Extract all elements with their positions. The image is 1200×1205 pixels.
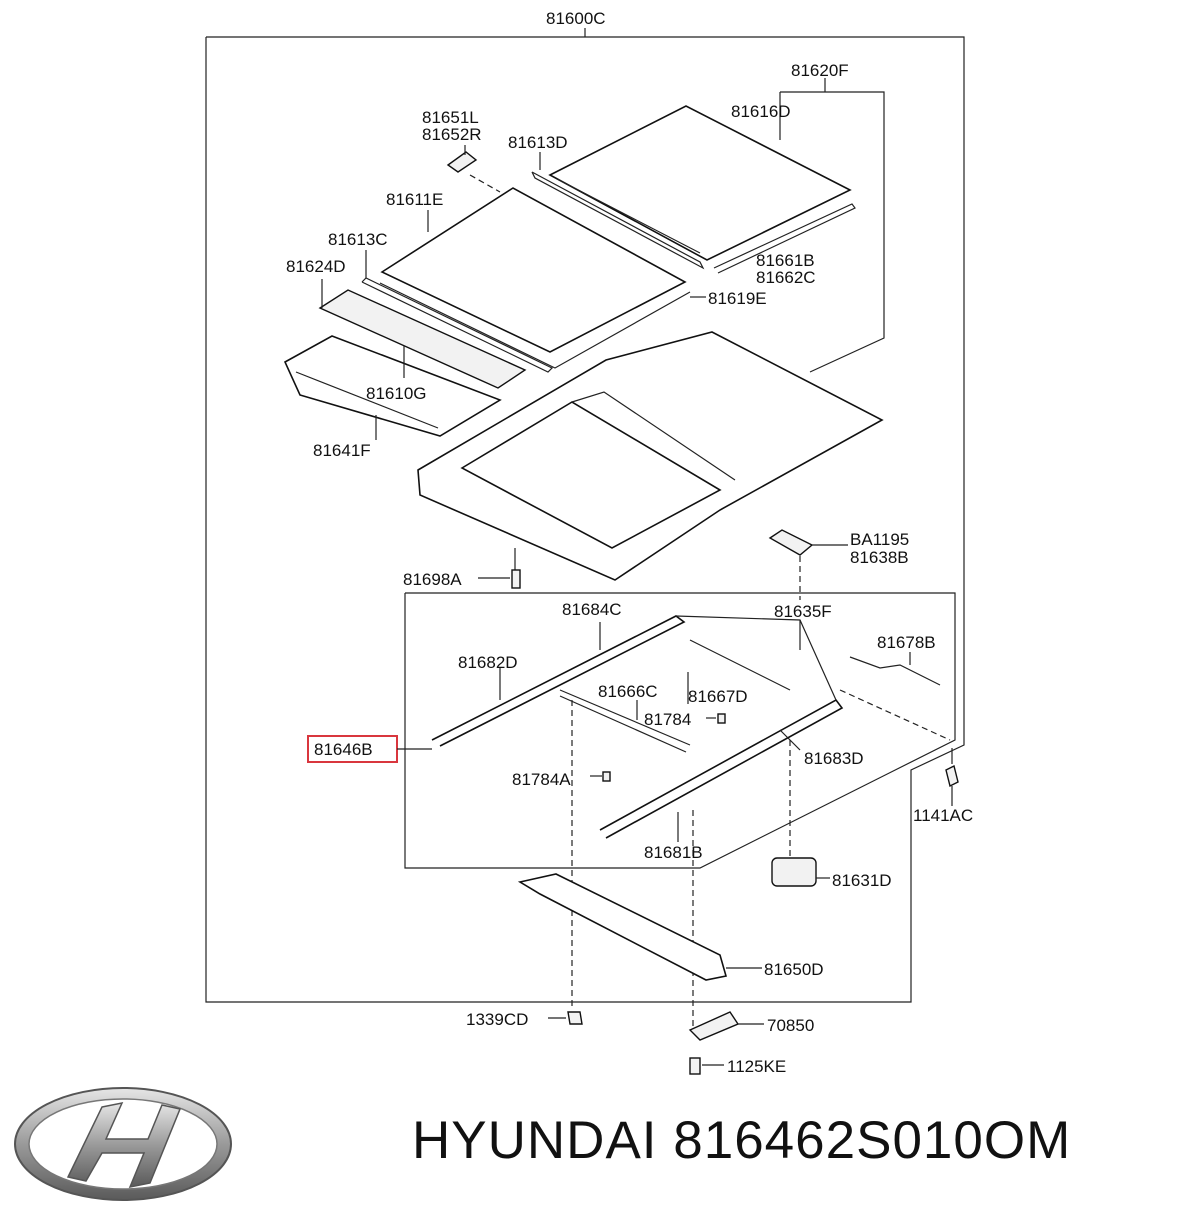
label-81683d: 81683D	[804, 749, 864, 768]
hyundai-logo	[14, 1087, 232, 1201]
glass-front	[548, 105, 852, 261]
clip-81784a	[602, 771, 611, 782]
label-81667d: 81667D	[688, 687, 748, 706]
label-81613c: 81613C	[328, 230, 388, 249]
seal-19e	[379, 282, 691, 369]
label-81651l: 81651L	[422, 108, 479, 127]
deflector	[318, 289, 527, 389]
part-number-caption: HYUNDAI 816462S010OM	[412, 1111, 1072, 1170]
drain-plug	[511, 569, 521, 589]
label-81784a: 81784A	[512, 770, 571, 789]
screw-1141ac	[945, 764, 959, 788]
bracket-81650d	[517, 873, 728, 981]
label-81661b: 81661B	[756, 251, 815, 270]
label-81600c: 81600C	[546, 9, 606, 28]
label-81662c: 81662C	[756, 268, 816, 287]
nut-1339cd	[567, 1011, 583, 1025]
bracket-ba1195	[768, 529, 814, 556]
label-1125ke: 1125KE	[727, 1057, 786, 1076]
label-70850: 70850	[767, 1016, 814, 1035]
label-81620f: 81620F	[791, 61, 849, 80]
label-81684c: 81684C	[562, 600, 622, 619]
rail-frame	[404, 592, 956, 869]
label-81616d: 81616D	[731, 102, 791, 121]
label-81641f: 81641F	[313, 441, 371, 460]
label-81650d: 81650D	[764, 960, 824, 979]
label-81624d: 81624D	[286, 257, 346, 276]
rail-right	[599, 698, 844, 839]
label-81635f: 81635F	[774, 602, 832, 621]
label-81613d: 81613D	[508, 133, 568, 152]
label-81610g: 81610G	[366, 384, 427, 403]
label-81681b: 81681B	[644, 843, 703, 862]
label-81631d: 81631D	[832, 871, 892, 890]
glass-rear	[380, 187, 687, 353]
label-81638b: 81638B	[850, 548, 909, 567]
label-81678b: 81678B	[877, 633, 936, 652]
harness	[849, 656, 941, 686]
roof-opening	[460, 401, 722, 549]
weatherstrip-d	[531, 171, 705, 270]
rail-left	[431, 615, 686, 747]
label-1141ac: 1141AC	[913, 806, 973, 825]
label-81619e: 81619E	[708, 289, 767, 308]
label-81666c: 81666C	[598, 682, 658, 701]
assembly-frame	[205, 36, 965, 1003]
label-1339cd: 1339CD	[466, 1010, 528, 1029]
bolt-1125ke	[689, 1057, 701, 1075]
label-81682d: 81682D	[458, 653, 518, 672]
label-81611e: 81611E	[386, 190, 443, 209]
label-81652r: 81652R	[422, 125, 482, 144]
motor	[771, 857, 817, 887]
label-81784: 81784	[644, 710, 691, 729]
seal-strip	[713, 203, 856, 274]
label-81646b-highlighted: 81646B	[314, 740, 373, 759]
clip-81784	[717, 713, 726, 724]
frame-81641f	[283, 335, 502, 437]
label-81698a: 81698A	[403, 570, 462, 589]
weatherstrip-c	[361, 277, 554, 373]
label-ba1195: BA1195	[850, 530, 909, 549]
part-70850	[688, 1011, 740, 1041]
bracket-81651l	[446, 151, 478, 173]
